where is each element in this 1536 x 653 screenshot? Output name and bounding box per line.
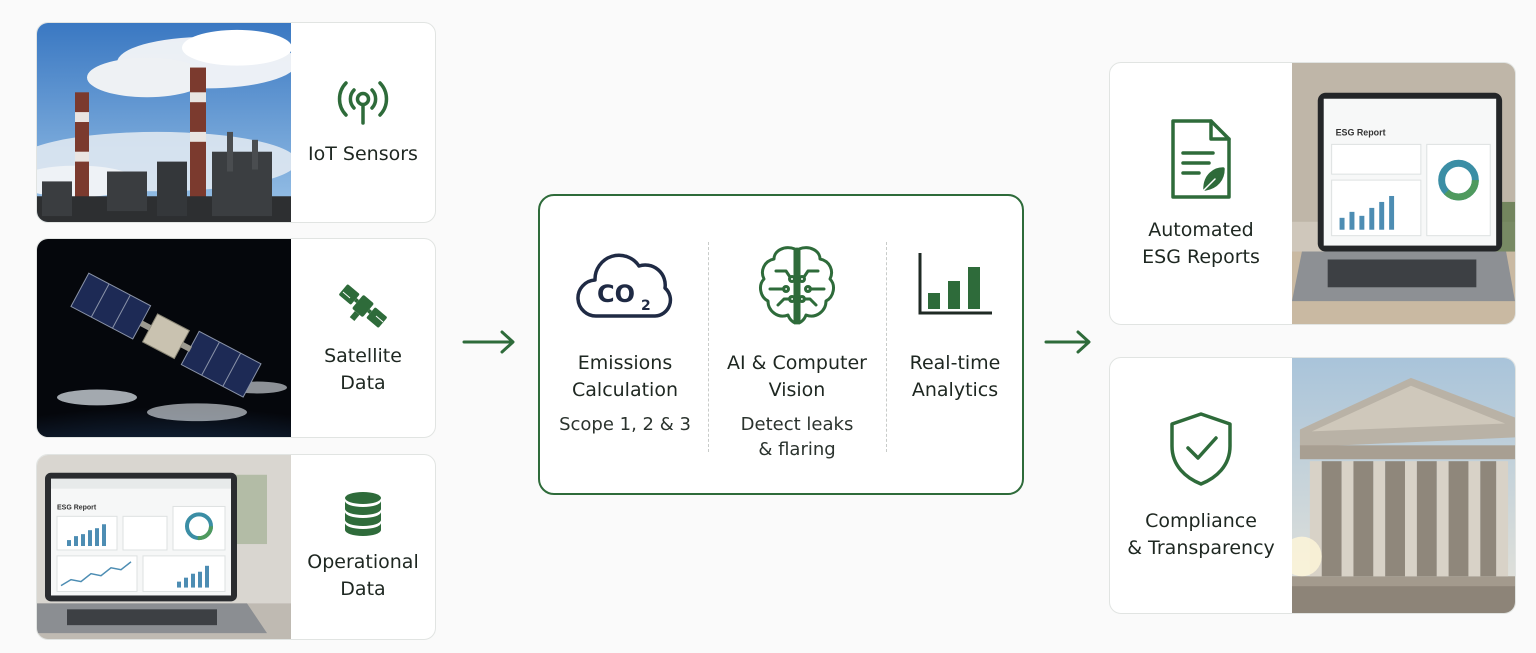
arrow-right-icon (462, 330, 515, 354)
input-card-iot-sensors-body: IoT Sensors (291, 23, 435, 222)
laptop-esg-report-photo: ESG Report (1292, 63, 1515, 324)
process-emissions-calculation: CO 2 Emissions Calculation Scope 1, 2 & … (550, 196, 700, 493)
process-title-emissions: Emissions Calculation (572, 352, 678, 401)
left-laptop-screen-title: ESG Report (57, 504, 97, 511)
input-label-satellite-data: Satellite Data (324, 345, 402, 394)
co2-icon-subscript: 2 (641, 298, 651, 314)
co2-cloud-icon: CO 2 (575, 236, 675, 332)
processing-panel: CO 2 Emissions Calculation Scope 1, 2 & … (538, 194, 1024, 495)
output-card-compliance-body: Compliance & Transparency (1110, 358, 1292, 613)
laptop-dashboard-photo: ESG Report (37, 455, 291, 639)
output-label-compliance: Compliance & Transparency (1127, 509, 1275, 559)
satellite-orbit-photo (37, 239, 291, 437)
input-card-iot-sensors: IoT Sensors (36, 22, 436, 223)
input-label-operational-data: Operational Data (307, 551, 419, 600)
government-building-photo (1292, 358, 1515, 613)
input-card-operational-data: ESG Report (36, 454, 436, 640)
process-subtitle-emissions: Scope 1, 2 & 3 (559, 414, 691, 435)
database-icon (343, 491, 383, 537)
process-title-analytics: Real-time Analytics (909, 352, 1001, 401)
arrow-right-icon (1044, 330, 1091, 354)
output-card-compliance: Compliance & Transparency (1109, 357, 1516, 614)
process-subtitle-ai: Detect leaks & flaring (740, 414, 854, 460)
input-card-satellite-data-body: Satellite Data (291, 239, 435, 437)
shield-check-icon (1168, 410, 1234, 488)
dashed-divider (886, 242, 887, 452)
output-card-esg-reports: Automated ESG Reports ESG Report (1109, 62, 1516, 325)
antenna-signal-icon (335, 77, 391, 129)
circuit-brain-icon (754, 236, 840, 332)
output-label-esg-reports: Automated ESG Reports (1142, 218, 1260, 268)
process-title-ai: AI & Computer Vision (727, 352, 867, 401)
dashed-divider (708, 242, 709, 452)
bar-chart-icon (916, 236, 994, 332)
input-card-satellite-data: Satellite Data (36, 238, 436, 438)
factory-smokestacks-photo (37, 23, 291, 222)
process-real-time-analytics: Real-time Analytics (894, 196, 1016, 493)
input-label-iot-sensors: IoT Sensors (308, 143, 418, 165)
document-leaf-icon (1169, 117, 1233, 201)
process-ai-computer-vision: AI & Computer Vision Detect leaks & flar… (716, 196, 878, 493)
input-card-operational-data-body: Operational Data (291, 455, 435, 639)
satellite-icon (335, 279, 391, 333)
output-card-esg-reports-body: Automated ESG Reports (1110, 63, 1292, 324)
laptop-screen-title: ESG Report (1336, 127, 1386, 137)
co2-icon-text: CO (597, 280, 635, 308)
